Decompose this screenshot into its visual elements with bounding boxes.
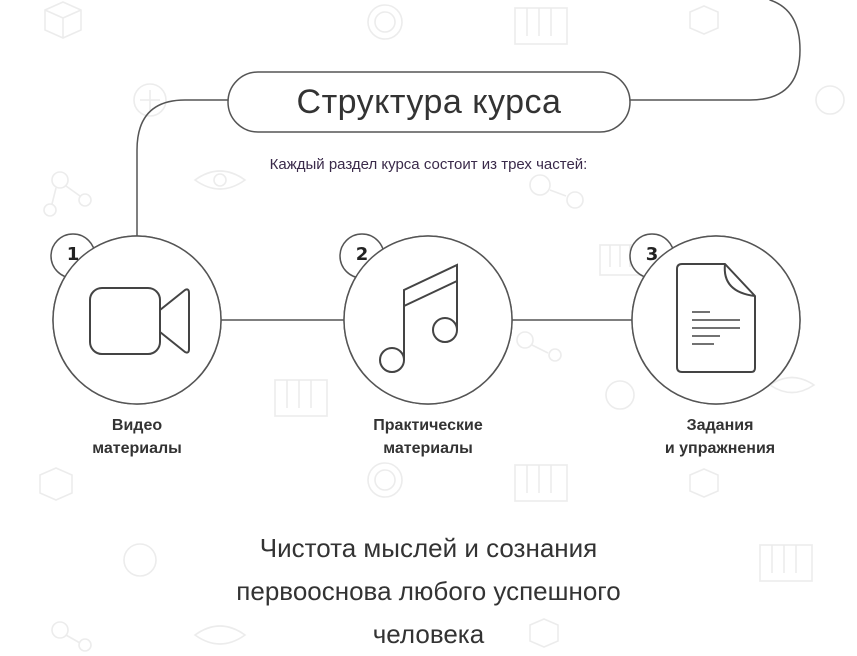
gear-icon xyxy=(367,4,403,40)
document-icon xyxy=(676,263,756,373)
title-pill-outline xyxy=(227,71,631,133)
video-camera-icon xyxy=(89,287,190,355)
step-3-label: Задания и упражнения xyxy=(630,414,810,460)
quote-line-2: первооснова любого успешного xyxy=(236,576,621,606)
step-3-number: 3 xyxy=(645,244,659,265)
step-3-label-line1: Задания xyxy=(686,417,754,434)
connector-left xyxy=(136,99,229,239)
brain-icon xyxy=(133,83,167,117)
step-3-label-line2: и упражнения xyxy=(664,440,776,457)
molecule-icon xyxy=(43,171,92,217)
step-1-label: Видео материалы xyxy=(57,414,217,460)
step-2-label: Практические материалы xyxy=(338,414,518,460)
gear-icon xyxy=(605,380,635,410)
structure-title: Структура курса xyxy=(296,82,562,121)
step-1-label-line1: Видео xyxy=(111,417,163,434)
cube-icon xyxy=(44,1,82,39)
bars-icon xyxy=(514,7,568,45)
bars-icon xyxy=(274,379,328,417)
step-1-number: 1 xyxy=(66,244,80,265)
quote-line-3: человека xyxy=(372,619,485,649)
molecule-icon xyxy=(516,331,562,362)
quote-line-1: Чистота мыслей и сознания xyxy=(259,533,598,563)
molecule-icon xyxy=(529,174,584,209)
cube-icon xyxy=(529,618,559,648)
eye-icon xyxy=(768,376,816,394)
cube-icon xyxy=(689,5,719,35)
cube-icon xyxy=(39,467,73,501)
cube-icon xyxy=(689,468,719,498)
step-2-label-line2: материалы xyxy=(383,440,473,457)
step-2-circle xyxy=(339,233,513,405)
bars-icon xyxy=(514,464,568,502)
eye-icon xyxy=(193,625,247,645)
brain-icon xyxy=(815,85,845,115)
step-1-circle xyxy=(50,233,222,405)
molecule-icon xyxy=(51,621,92,652)
quote-text: Чистота мыслей и сознания первооснова лю… xyxy=(150,527,707,656)
connector-top-right xyxy=(629,0,801,101)
step-2-number: 2 xyxy=(355,244,369,265)
gear-icon xyxy=(367,462,403,498)
structure-subtitle: Каждый раздел курса состоит из трех част… xyxy=(269,156,588,173)
step-1-label-line2: материалы xyxy=(92,440,182,457)
music-note-icon xyxy=(379,263,458,373)
eye-icon xyxy=(193,170,247,190)
brain-icon xyxy=(123,543,157,577)
step-2-label-line1: Практические xyxy=(373,417,483,434)
bars-icon xyxy=(759,544,813,582)
